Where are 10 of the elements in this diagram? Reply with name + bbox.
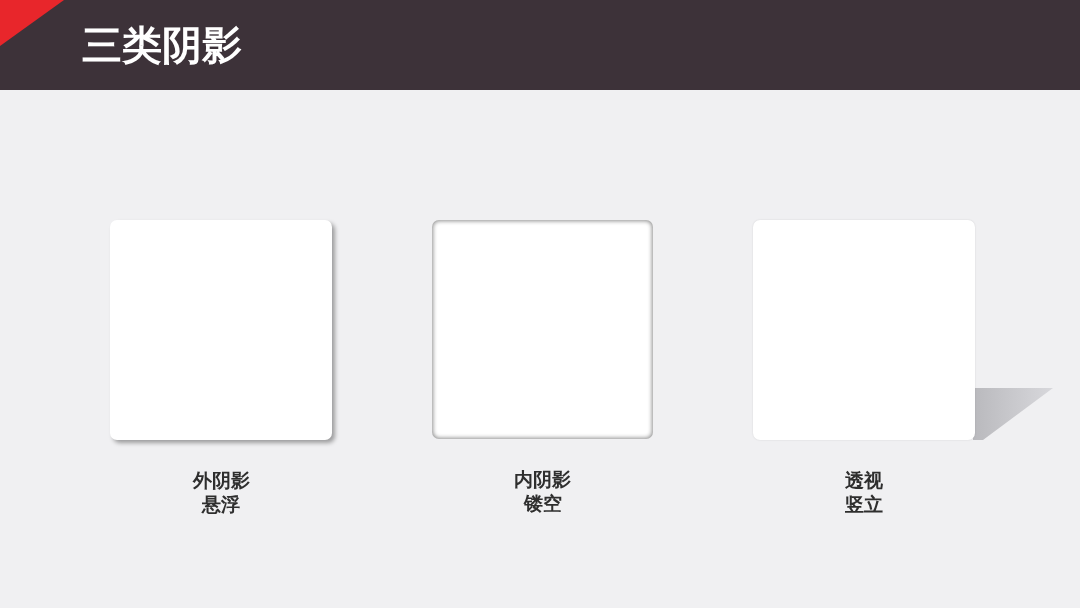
caption-heading: 透视 [845,468,883,492]
standing-card [753,220,975,440]
raised-card [110,220,332,440]
caption-text: 竖立 [845,492,883,516]
inset-card [432,220,653,439]
caption-heading: 外阴影 [192,468,250,492]
caption-heading: 内阴影 [514,467,571,491]
caption-text: 悬浮 [202,492,240,516]
caption-text: 镂空 [523,491,562,515]
slide-title: 三类阴影 [82,21,242,70]
